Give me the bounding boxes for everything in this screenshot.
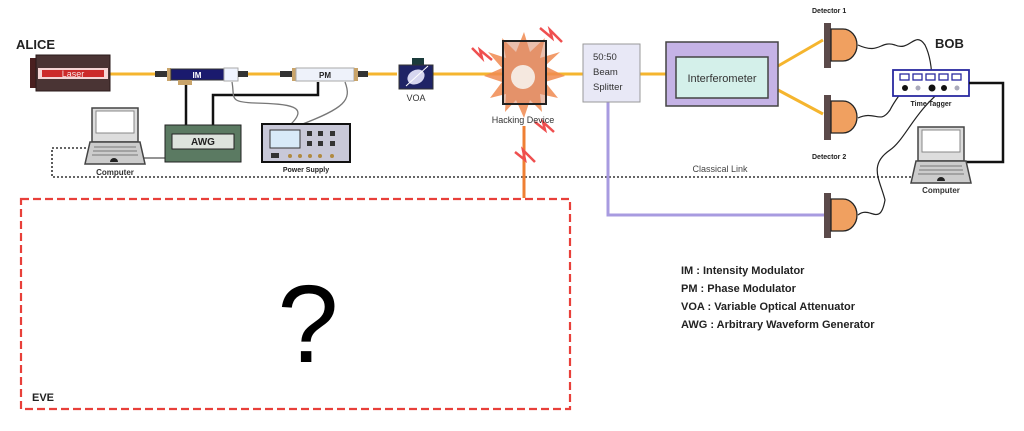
legend-item: AWG : Arbitrary Waveform Generator <box>681 319 875 331</box>
power-supply-label: Power Supply <box>283 167 329 174</box>
bob-computer-label: Computer <box>922 186 960 195</box>
awg-label: AWG <box>191 137 215 148</box>
detector-3 <box>824 193 858 238</box>
beam-splitter-label-1: 50:50 <box>593 52 617 63</box>
intensity-modulator <box>155 67 248 85</box>
classical-link-line <box>51 147 918 178</box>
im-label: IM <box>193 71 202 80</box>
legend-item: PM : Phase Modulator <box>681 283 797 295</box>
hacking-device-label: Hacking Device <box>492 115 555 125</box>
legend-item: VOA : Variable Optical Attenuator <box>681 301 856 313</box>
alice-label: ALICE <box>16 37 55 52</box>
eve-label: EVE <box>32 392 54 404</box>
laser-device <box>30 54 111 92</box>
fiber-int-det1 <box>777 38 824 68</box>
legend-item: IM : Intensity Modulator <box>681 265 805 277</box>
tagger-computer-cable <box>962 81 1005 164</box>
beam-splitter-box <box>582 43 641 103</box>
beam-splitter-label-2: Beam <box>593 67 618 78</box>
fiber-int-det2 <box>777 88 824 116</box>
voa-device <box>398 58 434 90</box>
power-supply-device <box>261 123 351 163</box>
detector2-label: Detector 2 <box>812 154 846 161</box>
eve-box <box>19 197 572 411</box>
bob-label: BOB <box>935 36 964 51</box>
interferometer-label: Interferometer <box>687 73 756 85</box>
interferometer-device <box>665 41 779 107</box>
lightning-icons <box>471 25 563 164</box>
phase-modulator <box>280 67 368 82</box>
laser-label: Laser <box>62 69 85 79</box>
bs-to-detector3-line <box>606 102 825 217</box>
hacking-device <box>484 32 565 118</box>
classical-link-label: Classical Link <box>692 164 748 174</box>
time-tagger-label: Time Tagger <box>911 101 952 108</box>
abbreviation-legend: IM : Intensity Modulator PM : Phase Modu… <box>681 265 875 331</box>
beam-splitter-label-3: Splitter <box>593 82 623 93</box>
time-tagger-device <box>892 69 970 97</box>
awg-device <box>164 124 242 163</box>
voa-label: VOA <box>406 93 425 103</box>
detector1-label: Detector 1 <box>812 8 846 15</box>
detector-2 <box>824 95 858 140</box>
alice-computer-device <box>84 107 146 165</box>
alice-computer-label: Computer <box>96 168 134 177</box>
eve-unknown-mark: ? <box>277 263 338 386</box>
detector-1 <box>824 23 858 68</box>
bob-computer-device <box>910 126 972 184</box>
pm-label: PM <box>319 71 331 80</box>
